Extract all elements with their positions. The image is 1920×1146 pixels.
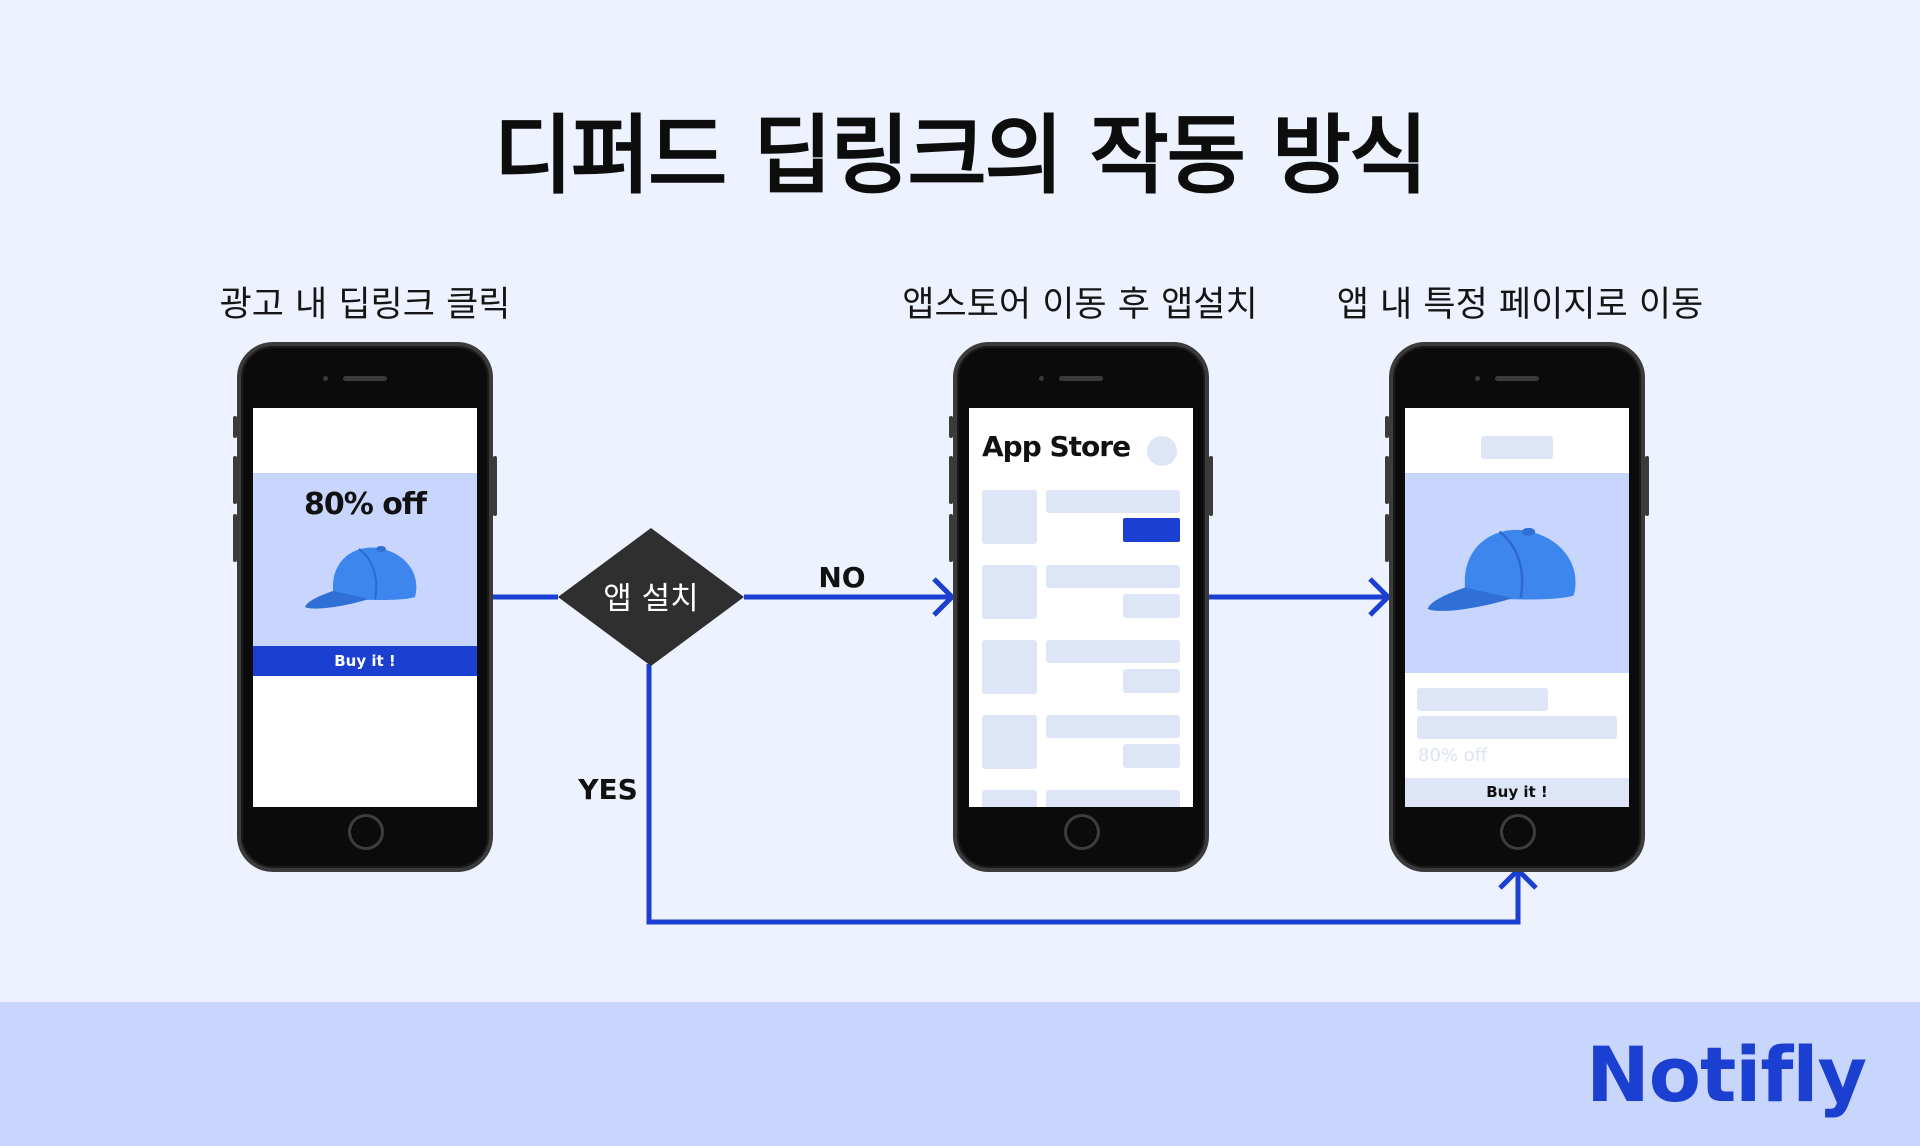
ad-buy-button[interactable]: Buy it !	[253, 646, 477, 676]
step-label-in-app-page: 앱 내 특정 페이지로 이동	[1336, 285, 1704, 325]
page-title: 디퍼드 딥링크의 작동 방식	[493, 106, 1428, 206]
phone-app-store-screen: App Store	[969, 408, 1193, 807]
app-name-placeholder	[1046, 715, 1180, 738]
decision-diamond	[558, 528, 744, 666]
phone-in-app-page: 80% off Buy it !	[1385, 342, 1649, 872]
arrowhead-to-in-app-page	[1368, 577, 1392, 617]
camera-dot	[1039, 376, 1044, 381]
app-name-placeholder	[1046, 490, 1180, 513]
product-buy-button[interactable]: Buy it !	[1405, 778, 1629, 807]
yes-branch-label: YES	[577, 773, 638, 806]
profile-avatar-icon[interactable]	[1147, 436, 1177, 466]
ad-banner[interactable]: 80% off	[253, 473, 477, 646]
app-name-placeholder	[1046, 565, 1180, 588]
product-price-text: 80% off	[1418, 745, 1488, 766]
product-desc-placeholder	[1417, 716, 1617, 739]
home-button[interactable]	[348, 814, 384, 850]
arrowhead-to-app-store	[932, 577, 956, 617]
cap-icon	[305, 546, 417, 609]
app-thumbnail	[982, 790, 1037, 807]
phone-ad-screen: 80% off Buy it !	[253, 408, 477, 807]
camera-dot	[323, 376, 328, 381]
get-button-placeholder[interactable]	[1123, 744, 1180, 768]
brand-logo: Notifly	[1586, 1030, 1867, 1119]
phone-in-app-screen: 80% off Buy it !	[1405, 408, 1629, 807]
camera-dot	[1475, 376, 1480, 381]
product-hero	[1405, 473, 1629, 673]
install-button[interactable]	[1123, 518, 1180, 542]
app-name-placeholder	[1046, 790, 1180, 807]
ad-promo-text: 80% off	[304, 487, 427, 522]
no-branch-label: NO	[818, 561, 865, 594]
app-store-title: App Store	[982, 430, 1131, 463]
app-thumbnail	[982, 565, 1037, 619]
phone-ad: 80% off Buy it !	[233, 342, 497, 872]
home-button[interactable]	[1500, 814, 1536, 850]
decision-label: 앱 설치	[603, 581, 698, 617]
speaker-grille	[343, 376, 387, 381]
connector-yes-branch	[646, 664, 1521, 925]
get-button-placeholder[interactable]	[1123, 594, 1180, 618]
speaker-grille	[1495, 376, 1539, 381]
app-name-placeholder	[1046, 640, 1180, 663]
cap-icon	[1427, 527, 1576, 611]
app-thumbnail	[982, 715, 1037, 769]
speaker-grille	[1059, 376, 1103, 381]
page-header-placeholder	[1481, 436, 1553, 459]
phone-app-store: App Store	[949, 342, 1213, 872]
step-label-ad-click: 광고 내 딥링크 클릭	[219, 285, 511, 325]
get-button-placeholder[interactable]	[1123, 669, 1180, 693]
app-thumbnail	[982, 490, 1037, 544]
app-thumbnail	[982, 640, 1037, 694]
step-label-app-store: 앱스토어 이동 후 앱설치	[902, 285, 1258, 325]
product-name-placeholder	[1417, 688, 1548, 711]
footer-band	[0, 1002, 1920, 1146]
home-button[interactable]	[1064, 814, 1100, 850]
